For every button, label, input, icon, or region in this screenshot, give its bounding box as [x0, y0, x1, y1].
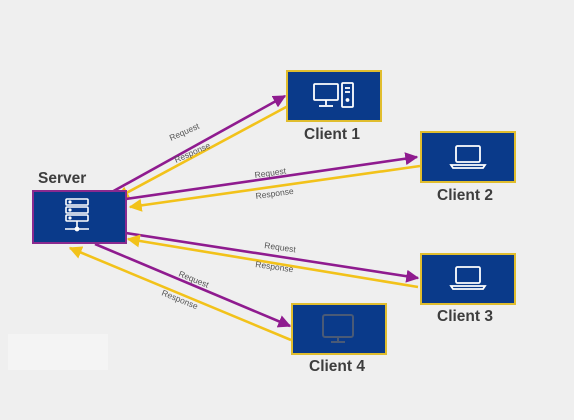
request-arrow	[109, 94, 287, 195]
client-label: Client 2	[437, 187, 493, 204]
client-1-node: Client 1	[286, 70, 382, 143]
client-box	[420, 253, 516, 305]
request-label: Request	[254, 166, 287, 180]
request-label: Request	[168, 121, 202, 143]
response-arrow	[126, 234, 419, 289]
response-arrow	[128, 164, 421, 212]
laptop-icon	[449, 145, 487, 169]
client-4-node: Client 4	[291, 303, 387, 375]
edge-client-2: Request Response	[125, 152, 421, 212]
edge-client-1: Request Response	[109, 94, 289, 200]
faded-watermark	[8, 334, 108, 370]
client-box	[420, 131, 516, 183]
server-label: Server	[38, 170, 86, 187]
laptop-icon	[449, 266, 487, 290]
client-label: Client 3	[437, 308, 493, 325]
edge-client-3: Request Response	[125, 231, 420, 289]
client-box	[291, 303, 387, 355]
request-arrow	[125, 231, 420, 283]
client-label: Client 1	[304, 126, 360, 143]
monitor-icon	[322, 314, 354, 343]
request-arrow	[125, 152, 419, 201]
server-node: Server	[32, 170, 127, 244]
client-3-node: Client 3	[420, 253, 516, 325]
request-label: Request	[264, 240, 297, 254]
response-label: Response	[160, 288, 199, 312]
response-arrow	[68, 246, 292, 342]
client-2-node: Client 2	[420, 131, 516, 204]
response-arrow	[115, 104, 289, 200]
server-rack-icon	[65, 198, 89, 232]
client-label: Client 4	[309, 358, 365, 375]
response-label: Response	[255, 259, 295, 274]
request-arrow	[94, 242, 292, 328]
desktop-computer-icon	[313, 82, 354, 108]
server-box	[32, 190, 127, 244]
client-box	[286, 70, 382, 122]
response-label: Response	[173, 140, 212, 165]
